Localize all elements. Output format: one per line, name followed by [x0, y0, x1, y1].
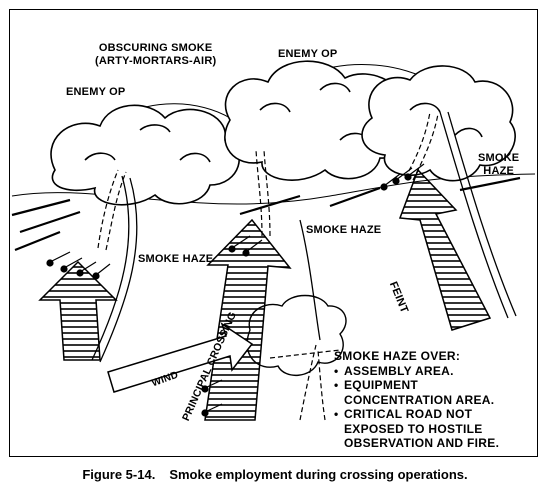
note-item-continued: OBSERVATION AND FIRE. [334, 436, 499, 451]
label-obscuring-smoke: OBSCURING SMOKE (ARTY-MORTARS-AIR) [95, 42, 216, 68]
note-item: • EQUIPMENT [334, 378, 499, 393]
note-line-text: CRITICAL ROAD NOT [344, 407, 473, 421]
smoke-haze-right-line2: HAZE [483, 165, 515, 177]
obscuring-smoke-line2: (ARTY-MORTARS-AIR) [95, 55, 217, 67]
note-title: SMOKE HAZE OVER: [334, 349, 499, 364]
figure-frame [9, 9, 538, 457]
roads [91, 111, 517, 363]
note-line-text: OBSERVATION AND FIRE. [344, 436, 500, 450]
note-item-continued: CONCENTRATION AREA. [334, 393, 499, 408]
figure-caption: Figure 5-14. Smoke employment during cros… [0, 467, 550, 482]
figure-number: Figure 5-14. [82, 467, 156, 482]
smoke-cloud-assembly [246, 294, 347, 376]
smoke-haze-note: SMOKE HAZE OVER: • ASSEMBLY AREA. • EQUIPM… [334, 349, 499, 451]
bullet: • [334, 407, 339, 421]
smoke-cloud-left [50, 104, 240, 206]
note-item: • ASSEMBLY AREA. [334, 364, 499, 379]
smoke-haze-right-line1: SMOKE [478, 152, 520, 164]
label-enemy-op-center: ENEMY OP [278, 48, 338, 60]
label-smoke-haze-left: SMOKE HAZE [138, 253, 214, 265]
arrow-principal-crossing [204, 218, 292, 421]
label-smoke-haze-right: SMOKE HAZE [478, 152, 519, 178]
note-line-text: CONCENTRATION AREA. [344, 392, 495, 407]
note-item: • CRITICAL ROAD NOT [334, 407, 499, 422]
bullet: • [334, 363, 339, 378]
note-line-text: EXPOSED TO HOSTILE [344, 421, 483, 436]
arrow-feint [398, 168, 492, 331]
smoke-cloud-right [361, 65, 516, 182]
label-enemy-op-left: ENEMY OP [66, 86, 126, 98]
label-smoke-haze-center: SMOKE HAZE [306, 224, 382, 236]
arrow-left-crossing [38, 260, 118, 361]
note-line-text: EQUIPMENT [344, 378, 419, 392]
note-item-continued: EXPOSED TO HOSTILE [334, 422, 499, 437]
figure-caption-text: Smoke employment during crossing operati… [169, 467, 468, 482]
note-line-text: SMOKE HAZE OVER: [334, 349, 461, 363]
obscuring-smoke-line1: OBSCURING SMOKE [98, 42, 213, 54]
note-line-text: ASSEMBLY AREA. [344, 363, 454, 378]
bullet: • [334, 378, 339, 392]
arrow-wind [107, 322, 254, 393]
